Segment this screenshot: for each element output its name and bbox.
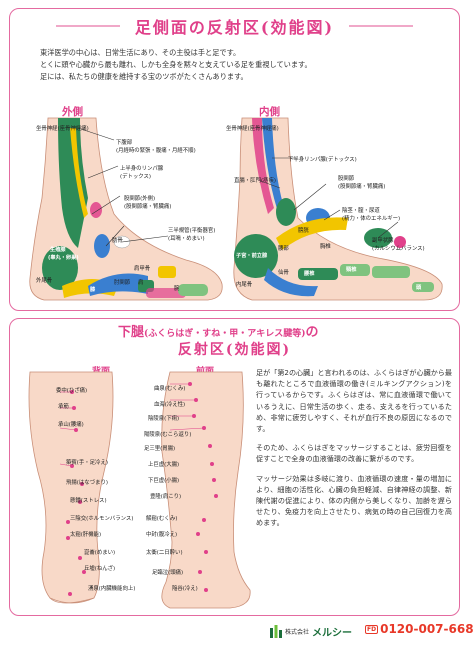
back-point-3: 承山(腰痛) <box>58 422 84 428</box>
inner-label-genital: 陰茎・膣・尿道 <box>342 208 380 214</box>
description-paragraph-2: そのため、ふくらはぎをマッサージすることは、疲労回復を促すことで全身の血液循環の… <box>256 443 452 464</box>
front-point-13: 陥谷(冷え) <box>172 586 198 592</box>
outer-label-elbow: 肘関節 <box>114 280 131 286</box>
front-point-11: 太衝(二日酔い) <box>146 550 183 556</box>
outer-label-gonad-effect: (睾丸・卵巣) <box>48 255 79 261</box>
outer-label-knee: 膝 <box>90 287 96 293</box>
front-point-7: 下巨虚(小腸) <box>148 478 180 484</box>
back-point-10: 丘墟(ねんざ) <box>84 566 116 572</box>
outer-label-hip-outer-effect: (股関節痛・腎臓痛) <box>124 204 172 210</box>
inner-label-sciatic: 坐骨神経(座骨神経痛) <box>226 126 279 132</box>
back-point-7: 三陰交(ホルモンバランス) <box>70 516 134 522</box>
outer-label-rib: 肋骨 <box>112 238 123 244</box>
outer-label-arm: 腕 <box>174 286 180 292</box>
intro-line-2: とくに頭や心臓から最も離れ、しかも全身を黙々と支えている足を重視しています。 <box>40 60 312 69</box>
intro-text: 東洋医学の中心は、日常生活にあり、その主役は手と足です。 とくに頭や心臓から最も… <box>40 47 440 83</box>
company-brand: メルシー <box>312 628 353 639</box>
page-title: 足側面の反射区(効能図) <box>134 18 335 37</box>
outer-label-gonad: 生殖腺 <box>50 247 66 253</box>
outer-label-hip-outer: 股関節(外側) <box>124 196 156 202</box>
inner-label-waist: 腰部 <box>278 246 289 252</box>
outer-label-upper-lymph: 上半身のリンパ腺 <box>120 166 164 172</box>
back-point-8: 太谿(肝機能) <box>70 532 102 538</box>
inner-side-label: 内側 <box>259 106 280 118</box>
front-point-6: 上巨虚(大腸) <box>148 462 180 468</box>
outer-label-lower-abdomen-effect: (月経時の緊張・腹痛・月経不順) <box>116 148 196 154</box>
description-paragraph-1: 足が「第2の心臓」と言われるのは、ふくらはぎが心臓から最も離れたところで血液循環… <box>256 368 452 434</box>
outer-label-semicircular-effect: (耳鳴・めまい) <box>168 236 205 242</box>
front-point-4: 陽陵泉(むこら返り) <box>144 432 192 438</box>
phone-digits: 0120-007-668 <box>380 622 474 636</box>
description-paragraph-3: マッサージ効果は多岐に渡り、血液循環の速度・量の増加により、細胞の活性化、心臓の… <box>256 473 452 528</box>
company-logo: 株式会社 メルシー <box>270 624 352 639</box>
front-point-12: 足臨泣(頭痛) <box>152 570 184 576</box>
intro-line-3: 足には、私たちの健康を維持する宝のツボがたくさんあります。 <box>40 72 248 81</box>
back-point-6: 懸鍾(ストレス) <box>70 498 107 504</box>
outer-label-outer-coccyx: 外尾骨 <box>36 278 53 284</box>
inner-label-sacrum: 仙骨 <box>278 270 289 276</box>
inner-label-hip: 股関節 <box>338 176 355 182</box>
back-point-11: 湧泉(内臓機能向上) <box>88 586 136 592</box>
inner-label-rectum: 直腸・肛門(痔疾) <box>234 178 276 184</box>
lower-leg-illustration <box>28 371 251 609</box>
back-point-5: 飛揚(はなづまり) <box>66 480 108 486</box>
inner-label-parathyroid: 副甲状腺 <box>372 238 394 244</box>
back-point-1: 委中(ひざ痛) <box>56 388 88 394</box>
inner-label-head: 頭 <box>416 285 422 291</box>
front-point-1: 曲泉(むくみ) <box>154 386 186 392</box>
front-point-8: 豊隆(肩こり) <box>150 494 182 500</box>
lower-leg-title-main: 下腿 <box>118 325 145 340</box>
front-point-9: 解谿(むくみ) <box>146 516 178 522</box>
lower-leg-title-paren: (ふくらはぎ・すね・甲・アキレス腱等) <box>144 329 306 339</box>
inner-foot-illustration <box>233 117 443 301</box>
inner-label-cervical: 頸椎 <box>346 267 357 273</box>
front-point-2: 血海(冷え性) <box>154 402 186 408</box>
outer-label-semicircular: 三半規管(平衡器官) <box>168 228 216 234</box>
outer-label-upper-lymph-effect: (デトックス) <box>120 174 151 180</box>
lower-leg-subtitle: 反射区(効能図) <box>177 342 292 358</box>
freedial-icon: FD <box>365 625 379 634</box>
inner-label-genital-effect: (精力・体のエネルギー) <box>342 216 401 222</box>
company-logo-icon <box>270 625 282 638</box>
lower-leg-title: 下腿(ふくらはぎ・すね・甲・アキレス腱等)の <box>118 321 319 340</box>
inner-label-lumbar: 腰椎 <box>304 271 315 277</box>
massage-description: 足が「第2の心臓」と言われるのは、ふくらはぎが心臓から最も離れたところで血液循環… <box>256 367 452 537</box>
lower-leg-title-no: の <box>305 325 319 340</box>
title-flourish-left <box>56 25 120 27</box>
front-point-5: 足三里(胃腸) <box>144 446 176 452</box>
outer-label-shoulder: 肩 <box>138 280 144 286</box>
inner-label-bladder: 膀胱 <box>298 228 309 234</box>
company-prefix: 株式会社 <box>285 629 310 636</box>
outer-label-lower-abdomen: 下腹部 <box>116 140 133 146</box>
front-point-3: 陰陵泉(下痢) <box>148 416 180 422</box>
inner-label-uterus: 子宮・前立腺 <box>236 253 268 259</box>
front-point-10: 中封(腹冷え) <box>146 532 178 538</box>
inner-label-thoracic: 胸椎 <box>320 244 331 250</box>
inner-label-parathyroid-effect: (カルシウムバランス) <box>372 246 425 252</box>
inner-label-hip-effect: (股関節痛・腎臓痛) <box>338 184 386 190</box>
title-flourish-right <box>349 25 413 27</box>
outer-label-sciatic: 坐骨神経(座骨神経痛) <box>36 126 89 132</box>
intro-line-1: 東洋医学の中心は、日常生活にあり、その主役は手と足です。 <box>40 48 241 57</box>
inner-label-lower-lymph: 下半身リンパ腺(デトックス) <box>288 157 357 163</box>
back-point-9: 崑崙(めまい) <box>84 550 116 556</box>
outer-label-scapula: 肩甲骨 <box>134 266 151 272</box>
back-point-2: 承筋 <box>58 404 69 410</box>
inner-label-inner-coccyx: 内尾骨 <box>236 282 253 288</box>
outer-foot-illustration <box>29 117 223 301</box>
outer-side-label: 外側 <box>62 106 83 118</box>
back-point-4: 築賓(手・足冷え) <box>66 460 108 466</box>
